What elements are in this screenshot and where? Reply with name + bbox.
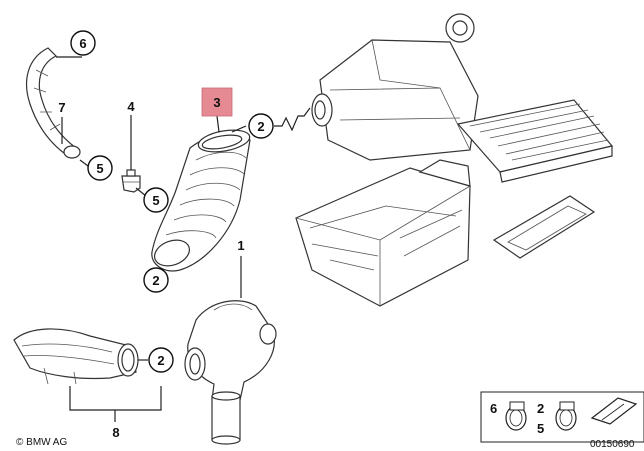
callout-5-center[interactable]: 5 <box>143 187 169 213</box>
leader-lines <box>56 56 311 422</box>
part-1-elbow-pipe[interactable] <box>184 300 277 445</box>
filter-element[interactable] <box>456 99 614 183</box>
legend-num-5: 5 <box>537 421 544 436</box>
part-3-intake-bellows[interactable] <box>151 127 251 272</box>
part-4-valve[interactable] <box>121 169 141 193</box>
svg-text:6: 6 <box>79 36 86 51</box>
bmw-copyright: © BMW AG <box>16 437 67 448</box>
callout-5-left[interactable]: 5 <box>87 155 113 181</box>
clamp-legend: 6 2 5 <box>480 391 644 443</box>
legend-num-2: 2 <box>537 401 544 416</box>
svg-text:3: 3 <box>213 95 220 110</box>
callout-1[interactable]: 1 <box>237 238 244 253</box>
callout-2-bottom[interactable]: 2 <box>148 347 174 373</box>
callout-2-left[interactable]: 2 <box>143 267 169 293</box>
part-7-hose[interactable] <box>26 47 81 159</box>
callout-4[interactable]: 4 <box>127 99 135 114</box>
legend-num-6: 6 <box>490 401 497 416</box>
svg-text:5: 5 <box>96 161 103 176</box>
svg-text:4: 4 <box>127 99 135 114</box>
svg-text:8: 8 <box>112 425 119 440</box>
part-8-duct[interactable] <box>13 328 139 385</box>
callout-2-top[interactable]: 2 <box>248 113 274 139</box>
svg-text:5: 5 <box>152 193 159 208</box>
hose-clamp-icon <box>505 401 527 431</box>
filter-housing-lower[interactable] <box>295 159 471 307</box>
svg-text:2: 2 <box>257 119 264 134</box>
diagram-code: 00150690 <box>590 439 635 450</box>
filter-cover[interactable] <box>492 195 596 259</box>
svg-text:1: 1 <box>237 238 244 253</box>
callout-6[interactable]: 6 <box>70 30 96 56</box>
hose-clamp-icon-2 <box>555 401 577 431</box>
callout-3-highlighted[interactable]: 3 <box>201 87 233 117</box>
callout-7[interactable]: 7 <box>58 100 65 115</box>
svg-text:7: 7 <box>58 100 65 115</box>
svg-text:2: 2 <box>152 273 159 288</box>
tool-arrow-icon <box>590 397 638 425</box>
svg-text:2: 2 <box>157 353 164 368</box>
filter-housing-upper[interactable] <box>311 13 479 161</box>
callout-8[interactable]: 8 <box>112 425 119 440</box>
